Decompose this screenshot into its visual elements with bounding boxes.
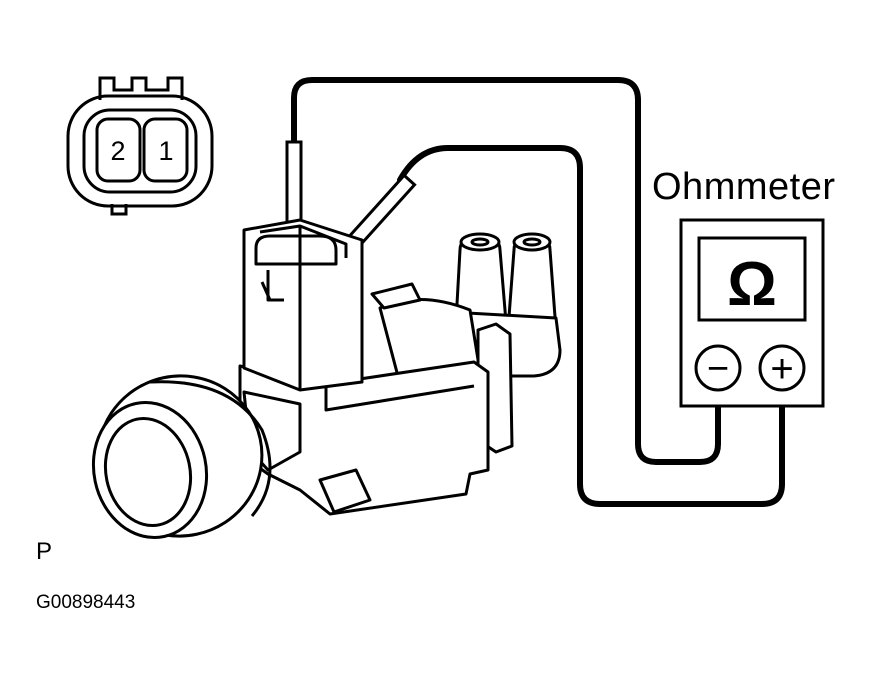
negative-terminal [694, 344, 742, 392]
figure-code-label: G00898443 [36, 592, 136, 613]
ohm-symbol: Ω [727, 250, 777, 319]
connector-pin-2-label: 2 [110, 136, 125, 166]
ohmmeter [679, 218, 825, 408]
ohmmeter-display [697, 236, 807, 322]
test-leads [291, 77, 785, 507]
plus-symbol: + [770, 347, 793, 391]
ohmmeter-title: Ohmmeter [652, 166, 836, 208]
connector-face-view [66, 76, 214, 216]
minus-symbol: − [707, 348, 729, 390]
connector-pin-1-label: 1 [158, 136, 173, 166]
valve-main-body [238, 360, 490, 516]
negative-test-lead [291, 77, 721, 465]
positive-terminal [758, 344, 806, 392]
vacuum-switching-valve [91, 218, 562, 540]
positive-test-lead [397, 145, 785, 507]
view-letter-label: P [36, 538, 53, 565]
